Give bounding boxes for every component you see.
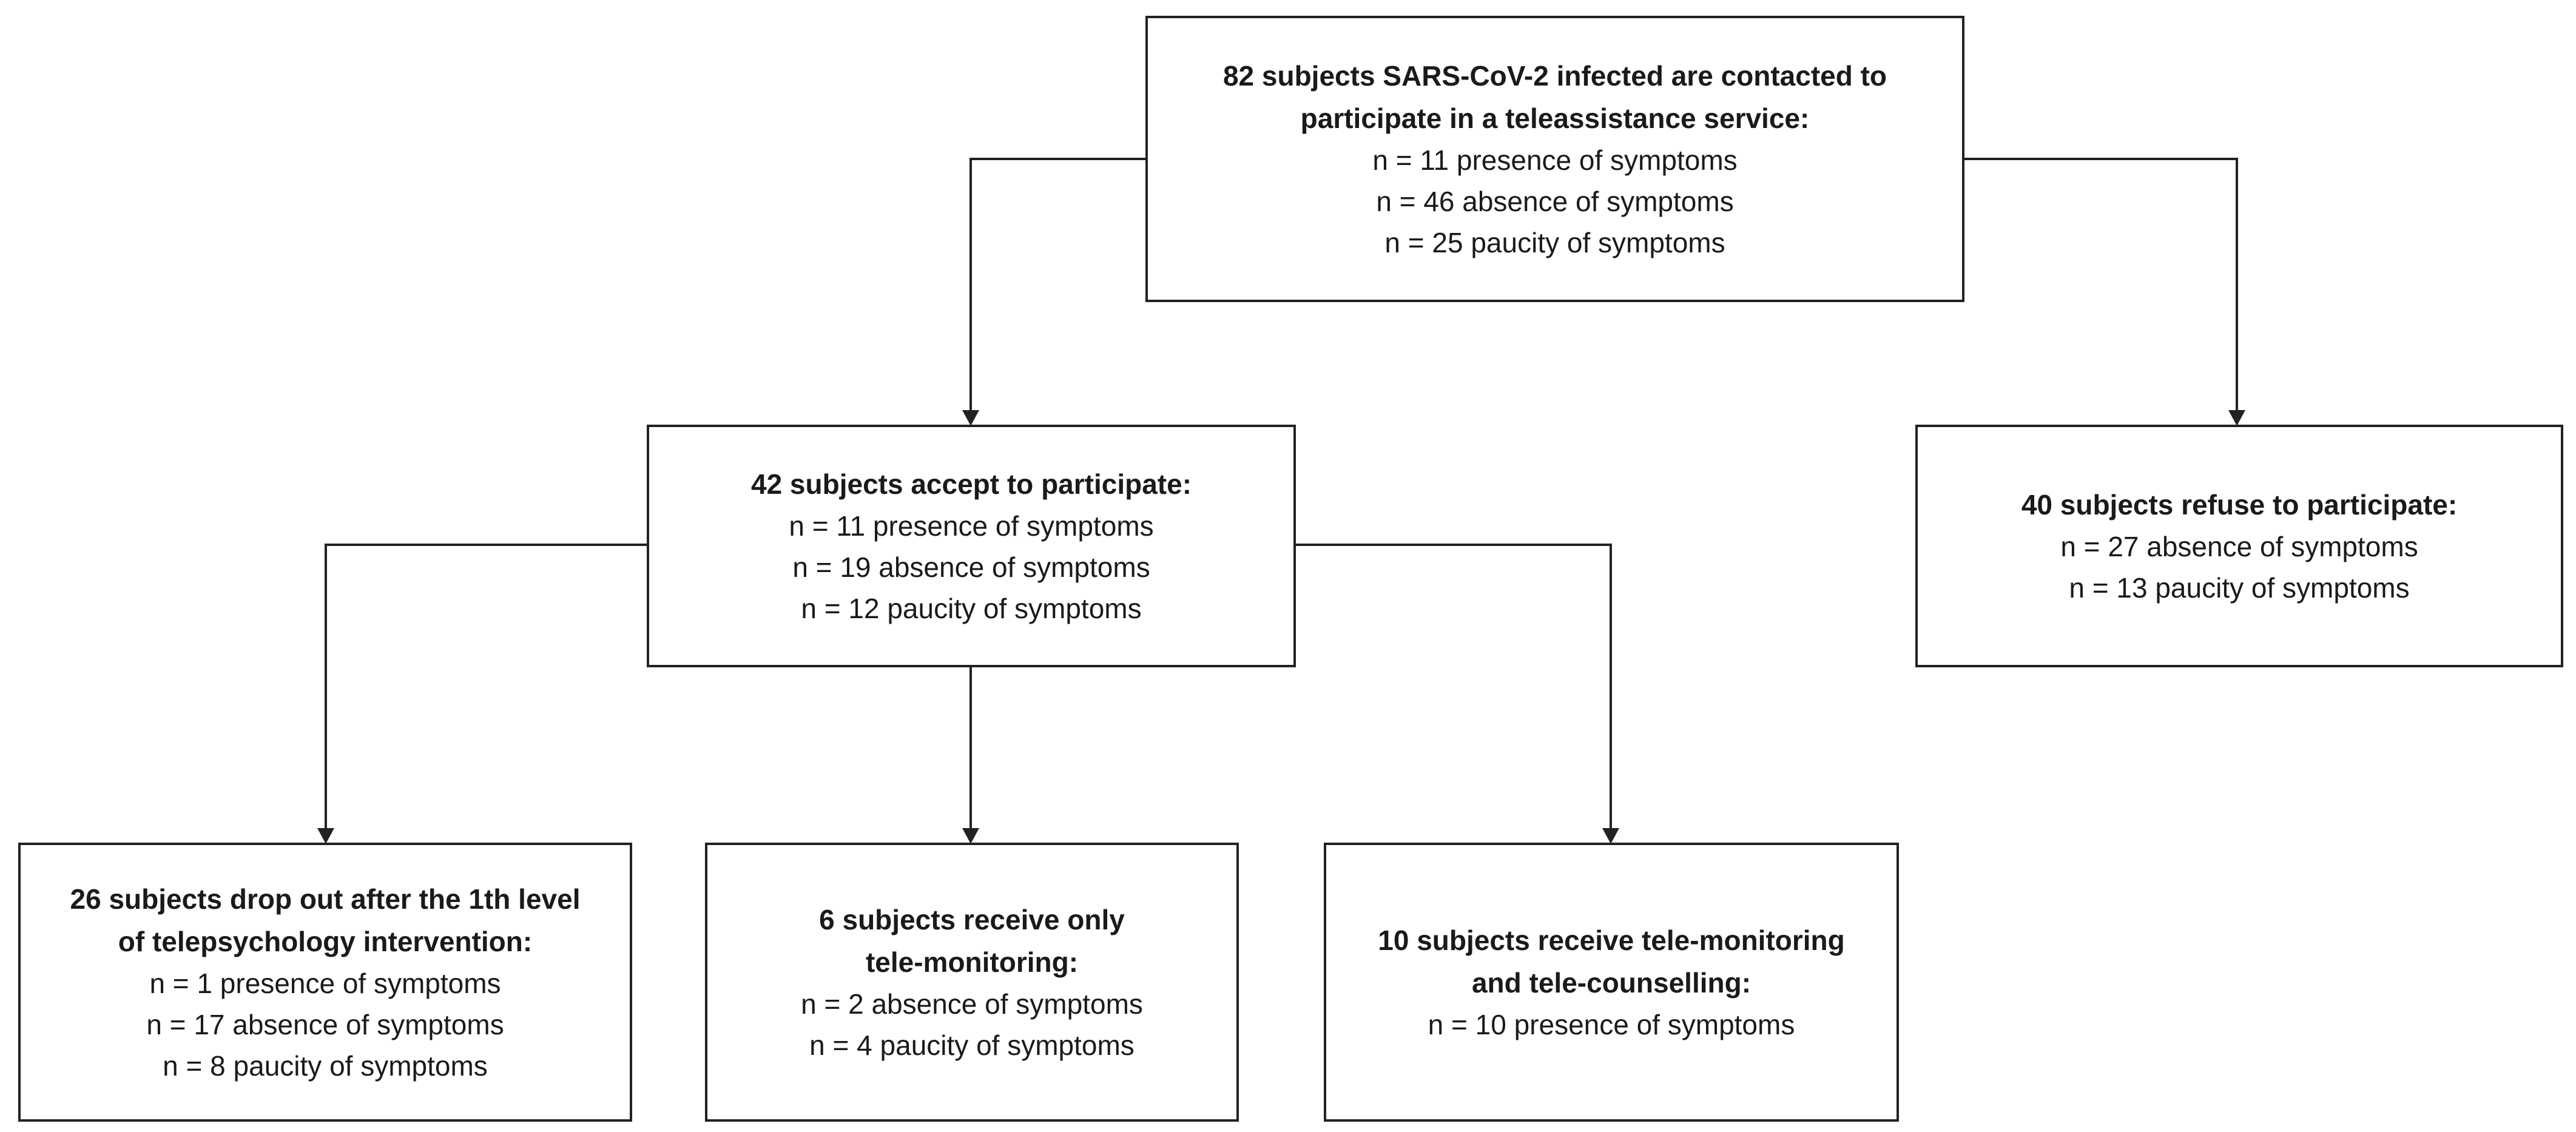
connector-accept-to-drop-out [325, 544, 647, 830]
accept-participation-title: 42 subjects accept to participate: [750, 468, 1192, 500]
monitoring-counselling-title-line-1: 10 subjects receive tele-monitoring [1378, 925, 1845, 956]
connector-root-to-accept [969, 158, 1145, 413]
drop-out-presence-count: n = 1 presence of symptoms [149, 968, 501, 999]
refuse-paucity-count: n = 13 paucity of symptoms [2069, 572, 2410, 604]
drop-out-absence-count: n = 17 absence of symptoms [146, 1009, 504, 1040]
accept-participation-box: 42 subjects accept to participate: n = 1… [647, 425, 1296, 667]
only-monitoring-absence-count: n = 2 absence of symptoms [801, 988, 1143, 1020]
arrowhead-only-monitoring [962, 828, 979, 844]
contacted-presence-count: n = 11 presence of symptoms [1372, 144, 1738, 176]
refuse-participation-box: 40 subjects refuse to participate: n = 2… [1915, 425, 2563, 667]
drop-out-paucity-count: n = 8 paucity of symptoms [163, 1050, 488, 1082]
contacted-subjects-title-line-2: participate in a teleassistance service: [1300, 103, 1810, 134]
arrowhead-accept [962, 410, 979, 426]
arrowhead-drop-out [317, 828, 334, 844]
arrowhead-refuse [2228, 410, 2245, 426]
refuse-participation-title: 40 subjects refuse to participate: [2021, 489, 2458, 521]
connector-root-to-refuse [1964, 158, 2238, 413]
accept-paucity-count: n = 12 paucity of symptoms [801, 593, 1142, 624]
contacted-subjects-title-line-1: 82 subjects SARS-CoV-2 infected are cont… [1222, 60, 1887, 92]
refuse-absence-count: n = 27 absence of symptoms [2060, 531, 2418, 562]
only-monitoring-box: 6 subjects receive only tele-monitoring:… [705, 843, 1239, 1122]
monitoring-counselling-box: 10 subjects receive tele-monitoring and … [1324, 843, 1899, 1122]
accept-absence-count: n = 19 absence of symptoms [792, 551, 1150, 583]
contacted-paucity-count: n = 25 paucity of symptoms [1384, 227, 1725, 258]
only-monitoring-paucity-count: n = 4 paucity of symptoms [809, 1029, 1135, 1061]
monitoring-counselling-title-line-2: and tele-counselling: [1471, 967, 1752, 999]
accept-presence-count: n = 11 presence of symptoms [789, 510, 1154, 542]
monitoring-counselling-presence-count: n = 10 presence of symptoms [1428, 1009, 1795, 1040]
drop-out-title-line-2: of telepsychology intervention: [118, 926, 533, 957]
drop-out-title-line-1: 26 subjects drop out after the 1th level [70, 883, 581, 915]
only-monitoring-title-line-2: tele-monitoring: [865, 946, 1079, 978]
drop-out-box: 26 subjects drop out after the 1th level… [18, 843, 632, 1122]
contacted-absence-count: n = 46 absence of symptoms [1376, 186, 1734, 217]
arrowhead-monitoring-counselling [1602, 828, 1619, 844]
only-monitoring-title-line-1: 6 subjects receive only [819, 904, 1125, 935]
contacted-subjects-box: 82 subjects SARS-CoV-2 infected are cont… [1145, 16, 1964, 302]
connector-accept-to-monitoring-counselling [1296, 544, 1612, 830]
